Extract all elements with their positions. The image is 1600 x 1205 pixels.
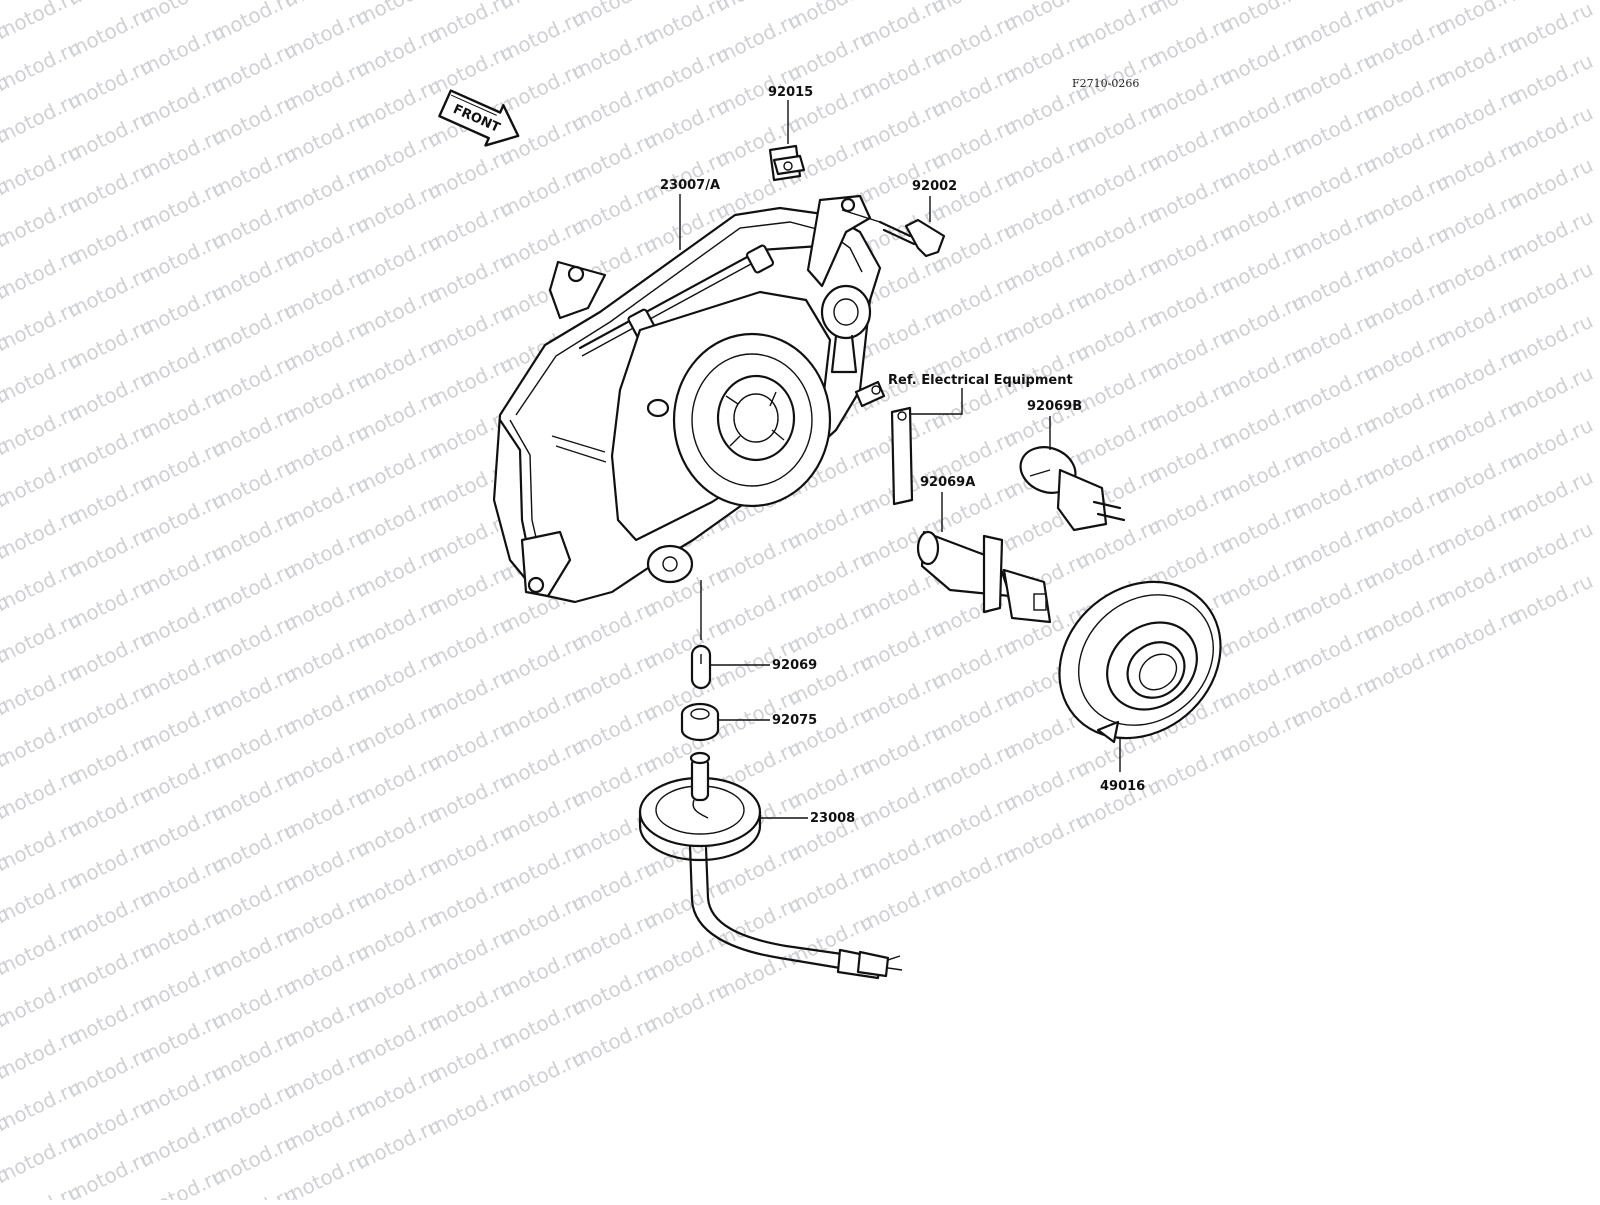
watermark-text: motod.ru [1504,465,1597,527]
watermark-text: motod.ru [1504,309,1597,371]
label-92075: 92075 [772,713,817,728]
label-92015: 92015 [768,85,813,100]
watermark-text: motod.ru [1504,361,1597,423]
label-92002: 92002 [912,179,957,194]
document-code: F2710-0266 [1072,77,1139,90]
headlight-housing [494,196,884,602]
label-23008: 23008 [810,811,855,826]
label-92069: 92069 [772,658,817,673]
watermark-text: motod.ru [1504,153,1597,215]
watermark-text: motod.ru [1504,517,1597,579]
label-92069b: 92069B [1027,399,1082,414]
watermark-text: motod.ru [1504,413,1597,475]
label-49016: 49016 [1100,779,1145,794]
watermark-text: motod.ru [1504,101,1597,163]
label-ref-electrical-equipment: Ref. Electrical Equipment [888,373,1073,388]
label-92069a: 92069A [920,475,975,490]
watermark-text: motod.ru [1504,205,1597,267]
watermark-text: motod.ru [1504,49,1597,111]
watermark-text: motod.ru [1504,257,1597,319]
label-23007a: 23007/A [660,178,720,193]
watermark-text: motod.ru [1504,569,1597,631]
